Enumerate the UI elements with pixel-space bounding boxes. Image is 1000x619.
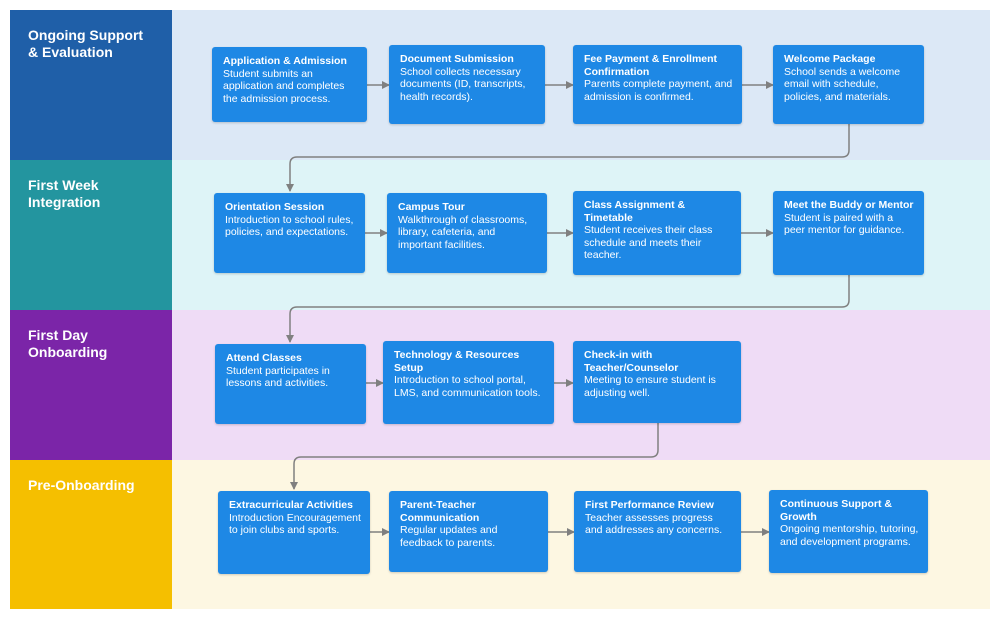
- step-meet-buddy[interactable]: Meet the Buddy or Mentor Student is pair…: [773, 191, 924, 275]
- step-check-in[interactable]: Check-in with Teacher/Counselor Meeting …: [573, 341, 741, 423]
- lane-label: First Day Onboarding: [10, 310, 172, 460]
- step-attend-classes[interactable]: Attend Classes Student participates in l…: [215, 344, 366, 424]
- step-welcome-package[interactable]: Welcome Package School sends a welcome e…: [773, 45, 924, 124]
- lane-label: Pre-Onboarding: [10, 460, 172, 609]
- lane-label: First Week Integration: [10, 160, 172, 310]
- step-extracurricular[interactable]: Extracurricular Activities Introduction …: [218, 491, 370, 574]
- step-class-assignment[interactable]: Class Assignment & Timetable Student rec…: [573, 191, 741, 275]
- step-application-admission[interactable]: Application & Admission Student submits …: [212, 47, 367, 122]
- step-document-submission[interactable]: Document Submission School collects nece…: [389, 45, 545, 124]
- step-parent-teacher[interactable]: Parent-Teacher Communication Regular upd…: [389, 491, 548, 572]
- step-performance-review[interactable]: First Performance Review Teacher assesse…: [574, 491, 741, 572]
- lane-label: Ongoing Support & Evaluation: [10, 10, 172, 160]
- step-orientation-session[interactable]: Orientation Session Introduction to scho…: [214, 193, 365, 273]
- step-fee-payment[interactable]: Fee Payment & Enrollment Confirmation Pa…: [573, 45, 742, 124]
- step-campus-tour[interactable]: Campus Tour Walkthrough of classrooms, l…: [387, 193, 547, 273]
- step-continuous-support[interactable]: Continuous Support & Growth Ongoing ment…: [769, 490, 928, 573]
- step-technology-setup[interactable]: Technology & Resources Setup Introductio…: [383, 341, 554, 424]
